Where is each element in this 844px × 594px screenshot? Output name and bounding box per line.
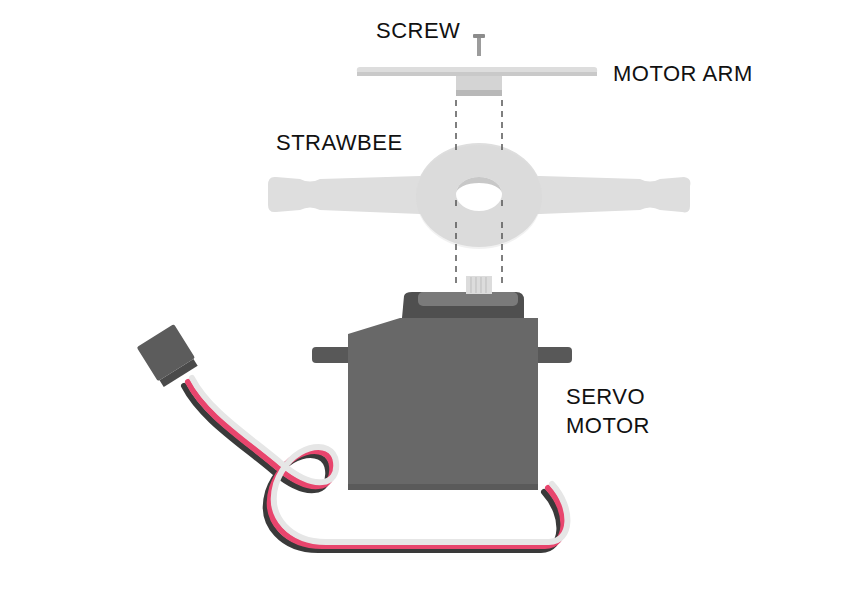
strawbee-piece <box>268 143 690 249</box>
cable-connector <box>137 324 200 388</box>
assembly-guide <box>456 100 502 285</box>
part-label: SERVO MOTOR <box>566 382 650 440</box>
part-label: SCREW <box>376 16 460 45</box>
servo-body <box>312 276 572 490</box>
screw <box>473 34 485 56</box>
motor-arm <box>357 67 597 96</box>
part-label: STRAWBEE <box>276 128 403 157</box>
part-label: MOTOR ARM <box>613 59 753 88</box>
